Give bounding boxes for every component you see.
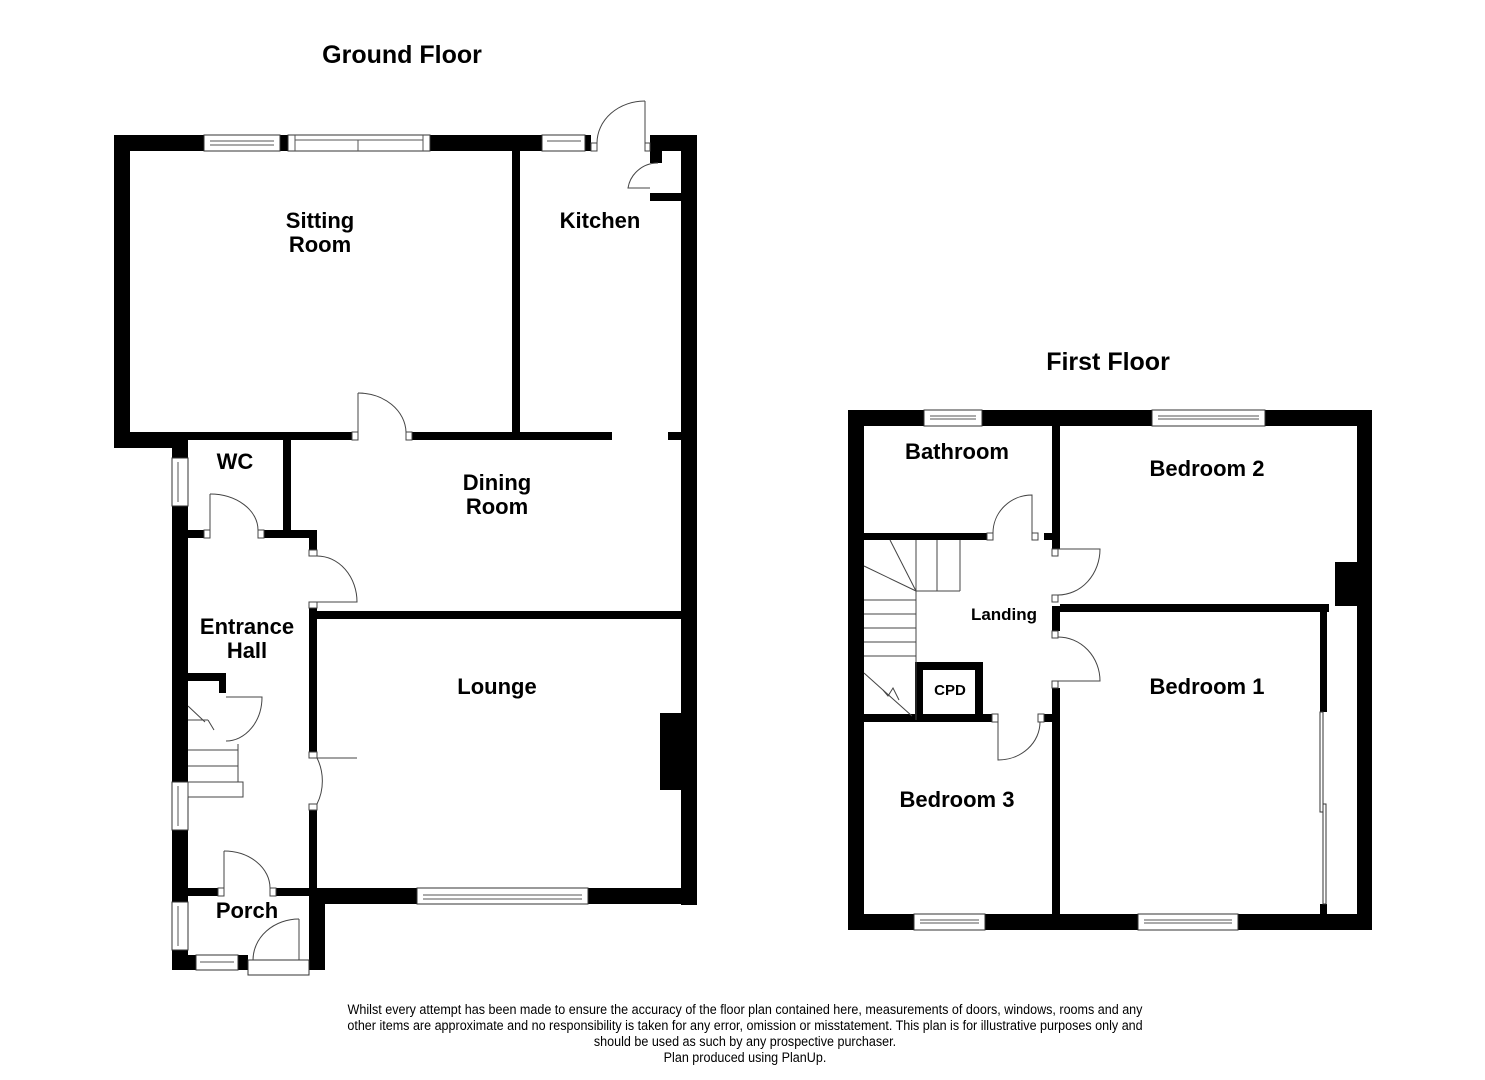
door-kitchen-back: [590, 100, 651, 152]
room-label-wc: WC: [216, 449, 254, 474]
door-sitting-room: [351, 392, 413, 441]
door-dining-room: [308, 549, 358, 609]
door-wc: [203, 493, 265, 539]
window: [195, 954, 239, 971]
window: [203, 134, 281, 152]
staircase: [863, 539, 961, 720]
window: [171, 901, 189, 951]
window: [541, 134, 586, 152]
disclaimer-line: should be used as such by any prospectiv…: [593, 1034, 897, 1049]
staircase: [187, 705, 244, 798]
window: [416, 887, 589, 905]
ground-floor-title: Ground Floor: [322, 41, 482, 69]
room-label-bedroom-3: Bedroom 3: [899, 787, 1015, 812]
room-label-landing: Landing: [970, 605, 1038, 624]
room-label-entrance-hall: Entrance Hall: [199, 614, 295, 663]
room-label-bathroom: Bathroom: [905, 439, 1009, 464]
room-label-cpd: CPD: [934, 682, 966, 699]
door-bedroom-3: [991, 713, 1045, 761]
door-understairs: [225, 696, 263, 742]
door-kitchen-cupboard: [627, 162, 659, 189]
window: [1137, 913, 1239, 931]
patio-door: [287, 134, 431, 152]
room-label-kitchen: Kitchen: [559, 208, 641, 233]
disclaimer: Whilst every attempt has been made to en…: [303, 1002, 1187, 1066]
door-bathroom: [986, 494, 1039, 541]
room-label-lounge: Lounge: [457, 674, 537, 699]
window: [171, 457, 189, 507]
first-floor-plan: [848, 409, 1372, 931]
room-label-sitting-room: Sitting Room: [285, 208, 355, 257]
room-label-bedroom-2: Bedroom 2: [1149, 456, 1265, 481]
window: [913, 913, 986, 931]
room-label-bedroom-1: Bedroom 1: [1149, 674, 1265, 699]
disclaimer-line: Whilst every attempt has been made to en…: [347, 1002, 1143, 1017]
window: [171, 781, 189, 831]
disclaimer-line: Plan produced using PlanUp.: [663, 1050, 827, 1065]
window: [923, 409, 983, 427]
wardrobe-doors: [1319, 711, 1327, 905]
room-label-porch: Porch: [215, 898, 279, 923]
door-lounge: [308, 751, 357, 811]
door-bedroom-2: [1051, 548, 1101, 603]
window: [1151, 409, 1266, 427]
ground-floor-plan: [114, 100, 697, 976]
door-bedroom-1: [1051, 630, 1101, 689]
door-porch-inner: [217, 850, 277, 897]
room-label-dining-room: Dining Room: [462, 470, 532, 519]
door-front: [247, 918, 310, 976]
disclaimer-line: other items are approximate and no respo…: [347, 1018, 1143, 1033]
first-floor-title: First Floor: [1046, 348, 1170, 376]
